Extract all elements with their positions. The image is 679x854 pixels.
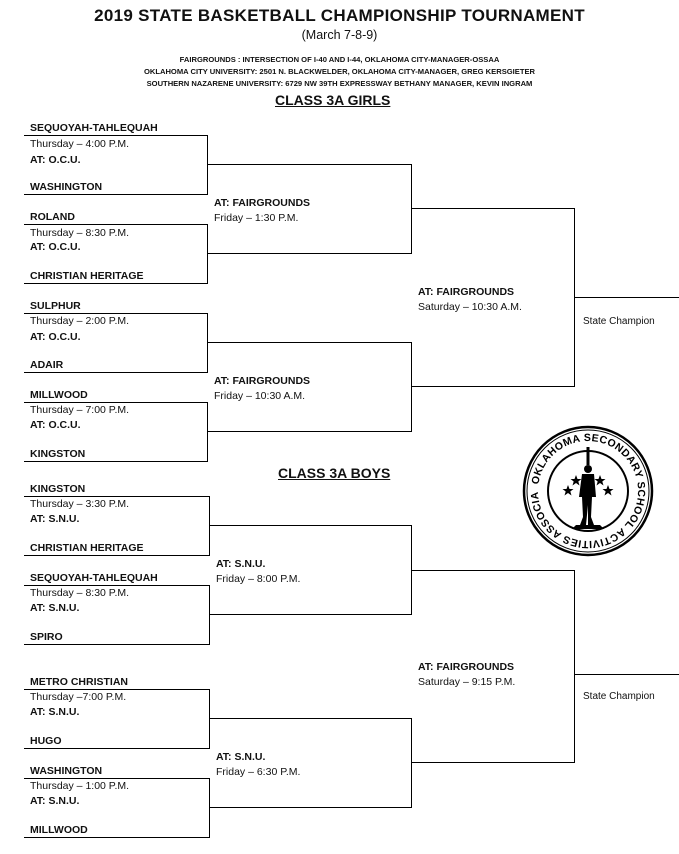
bracket-line [207,342,412,343]
bracket-line [24,283,208,284]
bracket-line [411,570,575,571]
girls-g1-team-bottom: WASHINGTON [30,181,103,193]
boys-g3-team-bottom: HUGO [30,735,62,747]
boys-final-time: Saturday – 9:15 P.M. [418,676,516,688]
boys-g3-site: AT: S.N.U. [30,706,80,718]
girls-g1-team-top: SEQUOYAH-TAHLEQUAH [30,122,158,134]
girls-g2-site: AT: O.C.U. [30,241,81,253]
tournament-dates: (March 7-8-9) [301,28,378,42]
bracket-line [574,674,679,675]
bracket-line [411,164,412,254]
bracket-line [24,837,210,838]
boys-g1-site: AT: S.N.U. [30,513,80,525]
boys-g1-team-top: KINGSTON [30,483,86,495]
bracket-line [24,496,210,497]
bracket-line [411,718,412,808]
boys-g2-time: Thursday – 8:30 P.M. [30,587,130,599]
boys-g4-team-top: WASHINGTON [30,765,103,777]
bracket-line [24,313,208,314]
bracket-line [24,689,210,690]
girls-g3-team-bottom: ADAIR [30,359,64,371]
boys-g1-team-bottom: CHRISTIAN HERITAGE [30,542,144,554]
boys-state-champion: State Champion [583,691,655,702]
bracket-line [411,208,575,209]
bracket-line [207,253,412,254]
bracket-line [209,496,210,556]
boys-sf2-time: Friday – 6:30 P.M. [216,766,301,778]
bracket-line [24,585,210,586]
bracket-line [209,525,412,526]
bracket-line [207,135,208,195]
bracket-line [209,807,412,808]
boys-g3-time: Thursday –7:00 P.M. [30,691,127,703]
bracket-line [209,689,210,749]
bracket-line [207,402,208,462]
bracket-line [24,555,210,556]
venue-fairgrounds: FAIRGROUNDS : INTERSECTION OF I-40 AND I… [179,55,500,64]
girls-g1-site: AT: O.C.U. [30,154,81,166]
page-title: 2019 STATE BASKETBALL CHAMPIONSHIP TOURN… [94,6,585,25]
boys-g4-team-bottom: MILLWOOD [30,824,88,836]
bracket-line [207,164,412,165]
girls-g3-site: AT: O.C.U. [30,331,81,343]
bracket-line [209,718,412,719]
bracket-line [24,402,208,403]
bracket-line [24,372,208,373]
bracket-line [24,224,208,225]
bracket-line [207,431,412,432]
girls-sf1-site: AT: FAIRGROUNDS [214,197,311,209]
girls-g3-team-top: SULPHUR [30,300,81,312]
girls-sf2-time: Friday – 10:30 A.M. [214,390,306,402]
bracket-line [411,386,575,387]
boys-bracket-title: CLASS 3A BOYS [278,465,391,481]
girls-bracket-title: CLASS 3A GIRLS [275,92,391,108]
bracket-line [411,762,575,763]
girls-g4-team-bottom: KINGSTON [30,448,86,460]
boys-sf1-time: Friday – 8:00 P.M. [216,573,301,585]
girls-g2-team-top: ROLAND [30,211,75,223]
boys-g3-team-top: METRO CHRISTIAN [30,676,128,688]
bracket-line [24,778,210,779]
girls-final-time: Saturday – 10:30 A.M. [418,301,522,313]
girls-g2-time: Thursday – 8:30 P.M. [30,227,130,239]
girls-g4-site: AT: O.C.U. [30,419,81,431]
girls-g3-time: Thursday – 2:00 P.M. [30,315,130,327]
bracket-line [24,748,210,749]
girls-final-site: AT: FAIRGROUNDS [418,286,515,298]
bracket-line [24,461,208,462]
venue-snu: SOUTHERN NAZARENE UNIVERSITY: 6729 NW 39… [146,79,533,88]
girls-g2-team-bottom: CHRISTIAN HERITAGE [30,270,144,282]
girls-g4-time: Thursday – 7:00 P.M. [30,404,130,416]
girls-g1-time: Thursday – 4:00 P.M. [30,138,130,150]
girls-g4-team-top: MILLWOOD [30,389,88,401]
girls-sf1-time: Friday – 1:30 P.M. [214,212,299,224]
boys-final-site: AT: FAIRGROUNDS [418,661,515,673]
boys-g4-time: Thursday – 1:00 P.M. [30,780,130,792]
bracket-line [209,778,210,838]
bracket-line [207,224,208,284]
bracket-line [24,194,208,195]
girls-sf2-site: AT: FAIRGROUNDS [214,375,311,387]
bracket-line [24,135,208,136]
bracket-line [24,644,210,645]
ossaa-seal-icon: OKLAHOMA SECONDARY SCHOOL ACTIVITIES ASS… [518,416,654,557]
ossaa-seal-logo: OKLAHOMA SECONDARY SCHOOL ACTIVITIES ASS… [518,416,654,557]
venue-ocu: OKLAHOMA CITY UNIVERSITY: 2501 N. BLACKW… [143,67,536,76]
bracket-line [574,570,575,763]
bracket-line [209,585,210,645]
bracket-line [574,297,679,298]
boys-sf2-site: AT: S.N.U. [216,751,266,763]
boys-g1-time: Thursday – 3:30 P.M. [30,498,130,510]
boys-g2-team-bottom: SPIRO [30,631,63,643]
boys-g4-site: AT: S.N.U. [30,795,80,807]
bracket-line [209,614,412,615]
boys-g2-team-top: SEQUOYAH-TAHLEQUAH [30,572,158,584]
boys-sf1-site: AT: S.N.U. [216,558,266,570]
bracket-line [411,342,412,432]
boys-g2-site: AT: S.N.U. [30,602,80,614]
bracket-line [207,313,208,373]
girls-state-champion: State Champion [583,316,655,327]
